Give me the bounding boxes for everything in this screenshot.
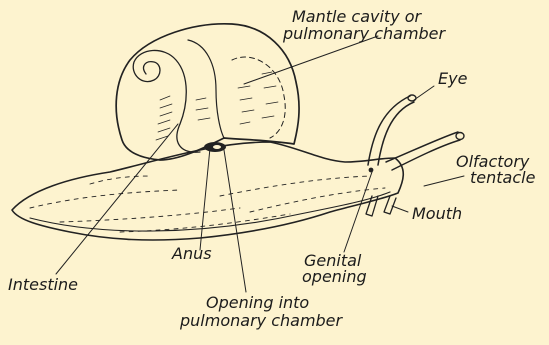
snail-body bbox=[12, 142, 403, 240]
label-opening-1: Opening into bbox=[206, 294, 309, 311]
shell-whorl-line bbox=[188, 40, 224, 138]
eye-leader bbox=[414, 86, 434, 100]
mouth-leader bbox=[392, 206, 408, 212]
label-intestine: Intestine bbox=[8, 276, 78, 293]
shell-mantle-line bbox=[232, 57, 285, 138]
snail-shell bbox=[116, 24, 299, 160]
shell-spiral bbox=[133, 50, 200, 152]
mantle-leader bbox=[244, 36, 378, 84]
label-opening-2: pulmonary chamber bbox=[180, 312, 342, 329]
opening-leader bbox=[224, 150, 246, 292]
olfactory-tentacle bbox=[386, 132, 460, 170]
genital-leader bbox=[344, 172, 372, 252]
label-mouth: Mouth bbox=[412, 205, 462, 222]
anus-leader bbox=[200, 148, 210, 250]
label-mantle-cavity-2: pulmonary chamber bbox=[283, 25, 445, 42]
label-anus: Anus bbox=[172, 245, 212, 262]
body-texture bbox=[30, 176, 385, 232]
label-mantle-cavity-1: Mantle cavity or bbox=[292, 8, 421, 25]
label-eye: Eye bbox=[438, 70, 467, 87]
eye-tentacle bbox=[368, 96, 414, 165]
label-olfactory-2: tentacle bbox=[470, 169, 535, 186]
olfactory-leader bbox=[424, 176, 464, 186]
label-genital-2: opening bbox=[302, 268, 367, 285]
